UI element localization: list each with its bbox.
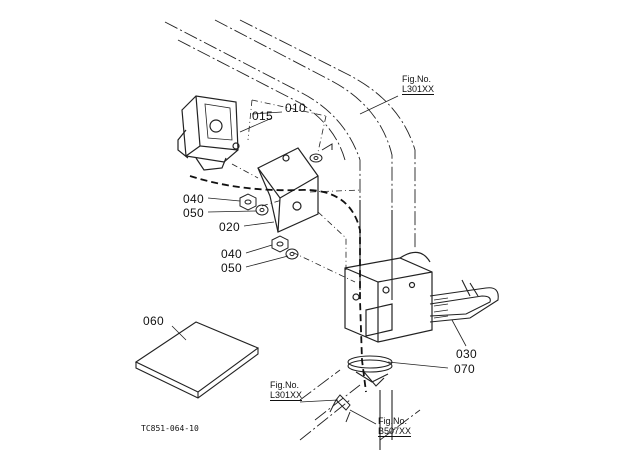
fig-ref-caption: Fig.No. bbox=[378, 416, 408, 426]
u-bolt bbox=[429, 279, 499, 323]
part-label-010: 010 bbox=[285, 101, 306, 115]
part-label-020: 020 bbox=[219, 220, 240, 234]
part-label-040-upper: 040 bbox=[183, 192, 204, 206]
instruction-manual bbox=[134, 321, 260, 399]
fig-ref-number: B507XX bbox=[378, 426, 412, 437]
cable-tie bbox=[347, 355, 393, 387]
fig-ref-number: L301XX bbox=[402, 84, 435, 95]
wire-harness bbox=[189, 175, 367, 393]
assembly-lines bbox=[231, 99, 363, 283]
fig-ref-bottom-right: Fig.No. B507XX bbox=[378, 416, 412, 437]
leader-lines bbox=[171, 95, 467, 425]
drawing-code: TC851-064-10 bbox=[141, 424, 199, 433]
fig-ref-top: Fig.No. L301XX bbox=[402, 74, 435, 95]
part-label-060: 060 bbox=[143, 314, 164, 328]
part-label-050-lower: 050 bbox=[221, 261, 242, 275]
work-lamp bbox=[177, 95, 240, 171]
rops-post bbox=[359, 200, 393, 450]
fig-ref-caption: Fig.No. bbox=[270, 380, 300, 390]
part-label-030: 030 bbox=[456, 347, 477, 361]
wire-connector bbox=[329, 394, 351, 423]
part-label-050-upper: 050 bbox=[183, 206, 204, 220]
fig-ref-bottom-left: Fig.No. L301XX bbox=[270, 380, 303, 401]
bolt-015 bbox=[309, 143, 333, 163]
part-label-015: 015 bbox=[252, 109, 273, 123]
rops-frame-outline bbox=[164, 19, 421, 441]
clamp-bracket bbox=[344, 251, 433, 343]
fig-ref-number: L301XX bbox=[270, 390, 303, 401]
part-label-040-lower: 040 bbox=[221, 247, 242, 261]
lamp-bracket bbox=[257, 147, 319, 233]
fig-ref-caption: Fig.No. bbox=[402, 74, 432, 84]
part-label-070: 070 bbox=[454, 362, 475, 376]
